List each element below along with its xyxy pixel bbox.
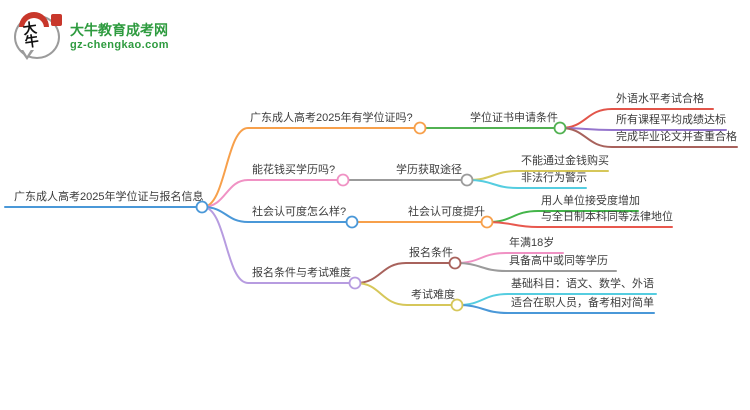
red-arc-icon: [19, 12, 49, 28]
toggle-circle-enroll-conditions[interactable]: [448, 256, 462, 270]
link-has-degree-cert: [202, 127, 415, 208]
node-label-enroll-and-difficulty: 报名条件与考试难度: [252, 267, 351, 279]
toggle-circle-degree-cert-requirements[interactable]: [553, 121, 567, 135]
node-label-equal-legal-status: 与全日制本科同等法律地位: [541, 211, 673, 223]
node-label-has-degree-cert: 广东成人高考2025年有学位证吗?: [250, 112, 413, 124]
node-label-degree-cert-requirements: 学位证书申请条件: [470, 112, 558, 124]
logo-characters: 大牛: [21, 20, 40, 52]
toggle-circle-diploma-channels[interactable]: [460, 173, 474, 187]
link-social-recognition: [202, 206, 347, 223]
toggle-circle-exam-difficulty[interactable]: [450, 298, 464, 312]
node-label-exam-difficulty: 考试难度: [411, 289, 455, 301]
node-label-recognition-improve: 社会认可度提升: [408, 206, 485, 218]
node-label-can-buy-diploma: 能花钱买学历吗?: [252, 164, 336, 176]
link-enroll-conditions: [355, 262, 450, 284]
toggle-circle-root[interactable]: [195, 200, 209, 214]
node-label-root: 广东成人高考2025年学位证与报名信息: [14, 191, 204, 203]
link-equal-legal-status: [487, 221, 673, 228]
toggle-circle-enroll-and-difficulty[interactable]: [348, 276, 362, 290]
logo-text-block: 大牛教育成考网 gz-chengkao.com: [70, 22, 169, 53]
link-highschool-equivalent: [455, 262, 617, 272]
toggle-circle-recognition-improve[interactable]: [480, 215, 494, 229]
site-name: 大牛教育成考网: [70, 21, 168, 38]
link-illegal-warning: [467, 179, 587, 189]
node-label-enroll-conditions: 报名条件: [409, 247, 453, 259]
node-label-illegal-warning: 非法行为警示: [521, 172, 587, 184]
node-label-thesis-pass: 完成毕业论文并查重合格: [616, 131, 737, 143]
link-can-buy-diploma: [202, 179, 338, 208]
node-label-cannot-buy-with-money: 不能通过金钱购买: [521, 155, 609, 167]
node-label-age-18: 年满18岁: [509, 237, 555, 249]
site-logo[interactable]: 大牛 大牛教育成考网 gz-chengkao.com: [14, 12, 169, 60]
node-label-social-recognition: 社会认可度怎么样?: [252, 206, 347, 218]
toggle-circle-can-buy-diploma[interactable]: [336, 173, 350, 187]
link-suit-working-people: [457, 304, 655, 314]
node-label-employer-acceptance: 用人单位接受度增加: [541, 195, 640, 207]
link-course-average-pass: [560, 127, 727, 131]
node-label-diploma-channels: 学历获取途径: [396, 164, 462, 176]
node-label-course-average-pass: 所有课程平均成绩达标: [616, 114, 726, 126]
link-enroll-and-difficulty: [202, 206, 350, 284]
node-label-highschool-equivalent: 具备高中或同等学历: [509, 255, 608, 267]
node-label-suit-working-people: 适合在职人员，备考相对简单: [511, 297, 654, 309]
toggle-circle-social-recognition[interactable]: [345, 215, 359, 229]
site-url: gz-chengkao.com: [70, 39, 169, 52]
link-thesis-pass: [560, 127, 738, 148]
link-exam-difficulty: [355, 282, 452, 306]
node-label-foreign-language-pass: 外语水平考试合格: [616, 93, 704, 105]
bull-speech-bubble-icon: 大牛: [14, 12, 62, 60]
toggle-circle-has-degree-cert[interactable]: [413, 121, 427, 135]
node-label-basic-subjects: 基础科目：语文、数学、外语: [511, 278, 654, 290]
red-seal-icon: [51, 14, 62, 26]
